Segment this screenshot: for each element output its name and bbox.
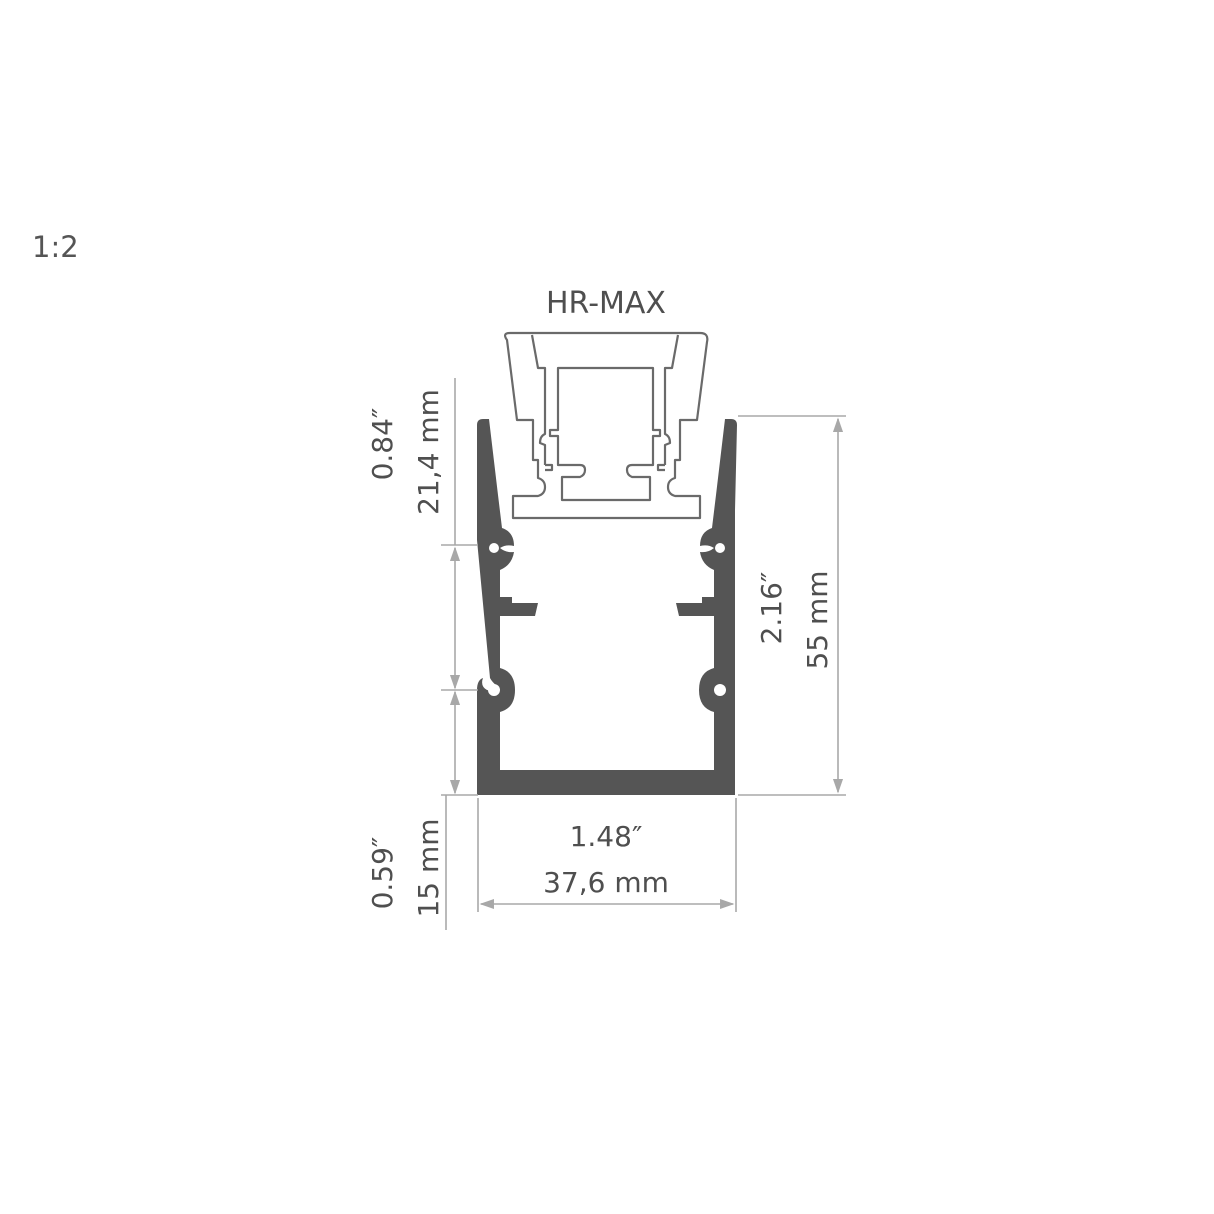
dimension-lines: [441, 378, 846, 930]
total-height-mm: 55 mm: [801, 570, 834, 669]
product-label: HR-MAX: [546, 286, 666, 321]
scale-label: 1:2: [32, 230, 79, 264]
top-height-inch: 0.84″: [366, 408, 399, 481]
top-height-mm: 21,4 mm: [412, 389, 445, 515]
bottom-height-mm: 15 mm: [412, 818, 445, 917]
aluminium-profile: [477, 419, 737, 795]
bottom-height-inch: 0.59″: [366, 837, 399, 910]
width-inch: 1.48″: [570, 820, 643, 853]
hr-max-insert: [503, 331, 709, 520]
total-height-inch: 2.16″: [755, 572, 788, 645]
width-mm: 37,6 mm: [543, 866, 669, 899]
